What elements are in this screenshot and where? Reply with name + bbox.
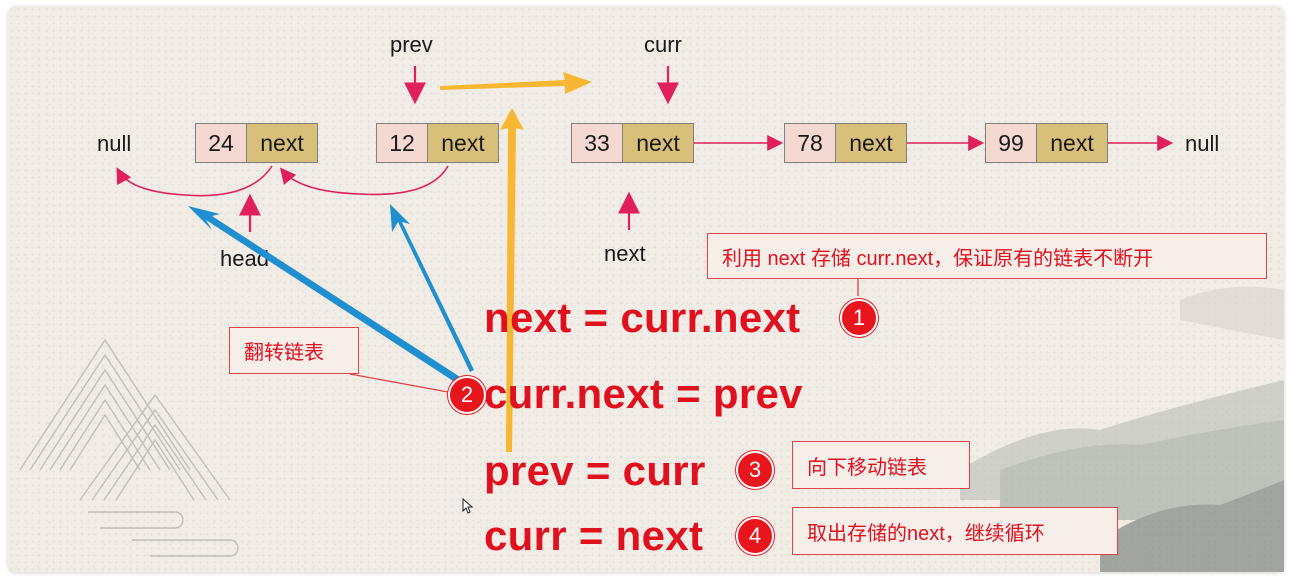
- note-step-2: 翻转链表: [229, 327, 359, 374]
- node-value: 78: [785, 124, 836, 162]
- node-next-field: next: [836, 124, 906, 162]
- slide-background: [8, 6, 1284, 572]
- node-next-field: next: [623, 124, 693, 162]
- code-line-1: next = curr.next: [484, 294, 801, 341]
- step-badge-1: 1: [840, 299, 878, 337]
- note-step-1: 利用 next 存储 curr.next，保证原有的链表不断开: [707, 233, 1267, 279]
- prev-label: prev: [390, 32, 433, 57]
- code-line-2: curr.next = prev: [484, 370, 803, 417]
- blue-arrow-to-12: [390, 204, 474, 372]
- list-node-12: 12 next: [376, 123, 499, 163]
- node-next-field: next: [1037, 124, 1107, 162]
- step-badge-2: 2: [448, 376, 486, 414]
- note-step-4: 取出存储的next，继续循环: [792, 507, 1118, 555]
- list-node-78: 78 next: [784, 123, 907, 163]
- note-step-3: 向下移动链表: [792, 441, 970, 489]
- yellow-arrow-vertical: [500, 108, 524, 452]
- null-right-label: null: [1185, 131, 1220, 156]
- note-2-leader: [349, 373, 449, 393]
- curr-label: curr: [644, 32, 682, 57]
- list-node-99: 99 next: [985, 123, 1108, 163]
- code-line-4: curr = next: [484, 512, 704, 559]
- yellow-arrow-horizontal: [440, 72, 592, 94]
- node-value: 24: [196, 124, 247, 162]
- null-left-label: null: [97, 131, 132, 156]
- reverse-arrow-24-null: [116, 165, 273, 197]
- node-value: 33: [572, 124, 623, 162]
- code-line-3: prev = curr: [484, 447, 706, 494]
- step-badge-3: 3: [736, 451, 774, 489]
- node-next-field: next: [428, 124, 498, 162]
- list-node-24: 24 next: [195, 123, 318, 163]
- node-value: 12: [377, 124, 428, 162]
- node-next-field: next: [247, 124, 317, 162]
- node-value: 99: [986, 124, 1037, 162]
- list-node-33: 33 next: [571, 123, 694, 163]
- blue-arrow-to-head: [188, 206, 474, 392]
- mouse-cursor-icon: [462, 498, 474, 514]
- step-badge-4: 4: [736, 517, 774, 555]
- next-pointer-label: next: [604, 241, 646, 266]
- reverse-arrow-12-24: [279, 165, 449, 196]
